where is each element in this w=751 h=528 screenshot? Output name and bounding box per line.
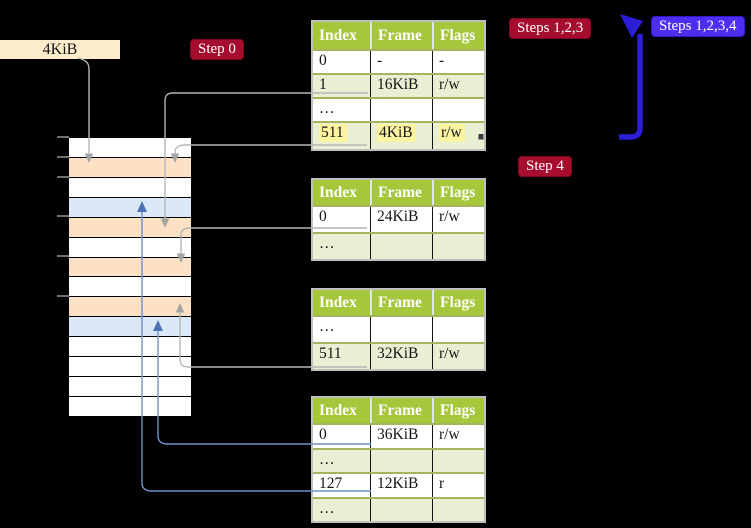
memory-column [69, 137, 191, 417]
column-header: Frame [370, 398, 432, 423]
table-cell: … [319, 450, 335, 468]
table-row: … [313, 496, 484, 521]
badge-step-0: Step 0 [190, 39, 244, 60]
highlighted-value: 4KiB [377, 124, 416, 142]
column-header: Frame [370, 22, 432, 49]
highlighted-value: r/w [439, 124, 465, 142]
table-cell: 12KiB [370, 474, 432, 497]
table-cell: r [432, 474, 484, 497]
frame-size-label: 4KiB [0, 40, 120, 59]
memory-frame-row-blue [69, 317, 191, 338]
table-cell: 32KiB [370, 344, 432, 369]
table-row: … [313, 315, 484, 342]
table-cell: - [370, 51, 432, 73]
memory-frame-row-white [69, 337, 191, 358]
column-header: Index [319, 184, 357, 201]
table-cell: … [319, 499, 335, 517]
column-header: Frame [370, 290, 432, 315]
table-cell: 24KiB [370, 207, 432, 232]
table-cell: 0 [319, 208, 327, 225]
table-cell: r/w [432, 207, 484, 232]
column-header: Index [319, 402, 357, 419]
column-header: Index [319, 294, 357, 311]
address-tick-marks [57, 136, 69, 297]
table-cell [432, 99, 484, 121]
loop-arrow-line [619, 34, 643, 140]
table-cell: 0 [319, 52, 327, 69]
column-header: Flags [432, 22, 484, 49]
highlighted-value: 511 [319, 124, 347, 142]
column-header: Flags [432, 290, 484, 315]
table-cell: - [432, 51, 484, 73]
table-cell: … [319, 318, 335, 335]
table-row: 511 4KiB r/w [313, 121, 484, 149]
table-row: … [313, 97, 484, 121]
table-cell: 4KiB [370, 123, 432, 149]
table-cell: r/w [432, 344, 484, 369]
table-cell: … [319, 235, 335, 252]
table-cell [432, 234, 484, 259]
memory-frame-row-white [69, 138, 191, 158]
column-header: Index [319, 27, 357, 44]
memory-frame-row-orange [69, 157, 191, 178]
table-cell [370, 234, 432, 259]
badge-steps-1-2-3: Steps 1,2,3 [509, 18, 592, 39]
column-header: Flags [432, 180, 484, 205]
table-cell: 1 [319, 76, 327, 93]
table-cell [370, 317, 432, 342]
memory-frame-row-orange [69, 217, 191, 238]
table-cell: 36KiB [370, 425, 432, 448]
table-cell [370, 99, 432, 121]
memory-frame-row-white [69, 377, 191, 397]
memory-frame-row-white [69, 277, 191, 298]
table-cell: 0 [319, 426, 327, 443]
table-cell: … [319, 100, 335, 117]
table-cell [432, 498, 484, 521]
table-cell: r/w [432, 425, 484, 448]
table-cell [432, 317, 484, 342]
table-cell: r/w [432, 123, 484, 149]
table-cell: 511 [313, 123, 370, 149]
badge-step-4: Step 4 [518, 156, 572, 177]
memory-frame-row-blue [69, 197, 191, 218]
column-header: Frame [370, 180, 432, 205]
memory-frame-row-white [69, 396, 191, 417]
table-row: 0 -- [313, 49, 484, 73]
memory-frame-row-white [69, 177, 191, 198]
table-cell [432, 449, 484, 472]
memory-frame-row-white [69, 357, 191, 378]
table-cell: 16KiB [370, 75, 432, 97]
table-cell: r/w [432, 75, 484, 97]
table-row: … [313, 447, 484, 472]
table-row: … [313, 232, 484, 259]
badge-steps-1-2-3-4: Steps 1,2,3,4 [651, 16, 745, 37]
column-header: Flags [432, 398, 484, 423]
loop-arrowhead-up-left-icon [620, 14, 643, 38]
table-cell: 511 [319, 345, 342, 362]
memory-frame-row-orange [69, 297, 191, 318]
table-cell [370, 449, 432, 472]
table-cell: 127 [319, 475, 343, 492]
memory-frame-row-white [69, 237, 191, 258]
memory-frame-row-orange [69, 257, 191, 278]
table-cell [370, 498, 432, 521]
